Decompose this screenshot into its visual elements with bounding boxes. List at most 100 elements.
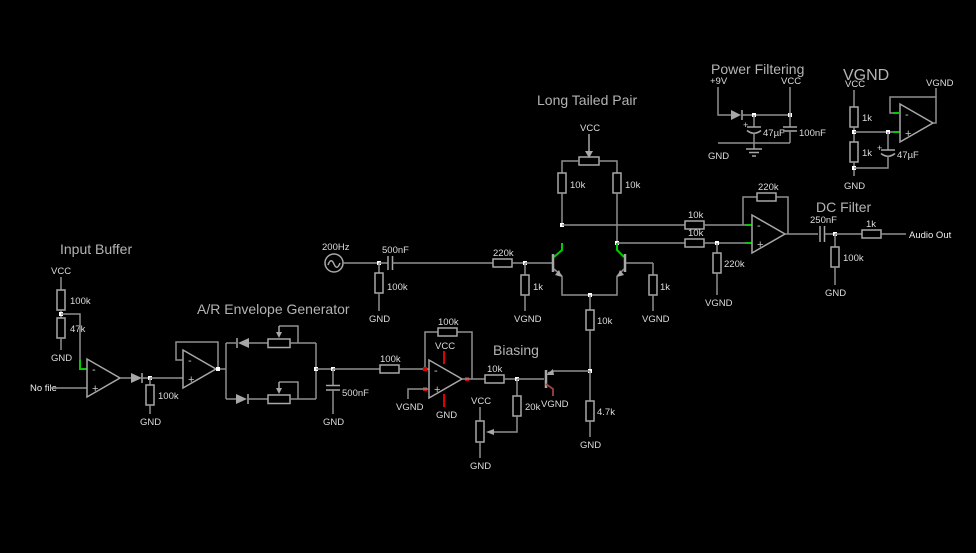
vgnd-ref-biasing[interactable]: VGND bbox=[396, 388, 429, 413]
svg-text:1k: 1k bbox=[660, 282, 670, 293]
section-title-ltp: Long Tailed Pair bbox=[537, 92, 637, 108]
svg-text:250nF: 250nF bbox=[810, 215, 837, 226]
svg-text:+: + bbox=[92, 383, 98, 395]
wire-divider-to-opamp[interactable] bbox=[61, 313, 87, 370]
svg-text:+: + bbox=[877, 143, 882, 153]
svg-text:10k: 10k bbox=[625, 180, 641, 191]
section-title-envelope: A/R Envelope Generator bbox=[197, 301, 350, 317]
rail-9v[interactable]: +9V bbox=[710, 76, 731, 116]
svg-text:4.7k: 4.7k bbox=[597, 407, 615, 418]
resistor-1k-base-right[interactable]: 1k VGND bbox=[642, 263, 670, 325]
resistor-1k-vgnd-bottom[interactable]: 1k GND bbox=[844, 141, 872, 192]
vgnd-output-label[interactable]: VGND bbox=[926, 78, 954, 97]
resistor-10k-dcfilter-top[interactable]: 10k bbox=[562, 210, 752, 230]
svg-text:GND: GND bbox=[369, 314, 390, 325]
svg-text:VCC: VCC bbox=[580, 123, 600, 134]
svg-text:-: - bbox=[188, 355, 192, 367]
svg-text:GND: GND bbox=[51, 353, 72, 364]
opamp-envelope[interactable]: - + bbox=[175, 341, 226, 390]
capacitor-47uf-power[interactable]: + 47µF bbox=[743, 115, 785, 143]
svg-text:GND: GND bbox=[825, 288, 846, 299]
resistor-20k[interactable]: 20k bbox=[486, 379, 541, 435]
audio-file-input[interactable]: No file bbox=[30, 383, 87, 394]
svg-text:+: + bbox=[905, 128, 911, 140]
svg-text:GND: GND bbox=[470, 461, 491, 472]
resistor-1k-output[interactable]: 1k bbox=[835, 219, 906, 239]
capacitor-envelope-500nf[interactable]: 500nF GND bbox=[323, 369, 369, 428]
opamp-biasing[interactable]: - + VCC GND bbox=[423, 341, 469, 421]
resistor-100k-output-load[interactable]: 100k GND bbox=[825, 234, 864, 299]
svg-text:VGND: VGND bbox=[514, 314, 542, 325]
post-dot bbox=[423, 367, 427, 371]
capacitor-100nf-power[interactable]: 100nF bbox=[783, 115, 826, 143]
svg-text:GND: GND bbox=[708, 151, 729, 162]
potentiometer-attack[interactable] bbox=[267, 325, 316, 349]
svg-text:GND: GND bbox=[323, 417, 344, 428]
npn-transistor-right[interactable] bbox=[590, 243, 653, 296]
svg-text:100k: 100k bbox=[158, 391, 179, 402]
rail-vcc-vgnd[interactable]: VCC bbox=[845, 79, 865, 107]
resistor-10k-bias-out[interactable]: 10k bbox=[462, 364, 517, 384]
svg-text:20k: 20k bbox=[525, 402, 541, 413]
pnp-transistor-bias[interactable]: VGND bbox=[541, 369, 590, 410]
npn-transistor-left[interactable] bbox=[551, 243, 590, 296]
capacitor-47uf-vgnd[interactable]: + 47µF bbox=[854, 132, 919, 169]
svg-text:-: - bbox=[434, 365, 438, 377]
resistor-1k-vgnd-top[interactable]: 1k bbox=[849, 106, 872, 142]
capacitor-250nf-output[interactable]: 250nF bbox=[810, 215, 837, 242]
svg-text:GND: GND bbox=[844, 181, 865, 192]
resistor-100k-source-shunt[interactable]: 100k GND bbox=[369, 263, 408, 325]
svg-text:10k: 10k bbox=[688, 210, 704, 221]
diode-attack[interactable] bbox=[226, 338, 268, 348]
svg-text:100k: 100k bbox=[387, 282, 408, 293]
svg-text:VCC: VCC bbox=[435, 341, 455, 352]
diode-release[interactable] bbox=[226, 394, 268, 404]
svg-text:+: + bbox=[434, 384, 440, 396]
svg-text:100k: 100k bbox=[843, 253, 864, 264]
resistor-1k-base-left[interactable]: 1k VGND bbox=[514, 263, 543, 325]
svg-text:+9V: +9V bbox=[710, 76, 728, 87]
diode-power[interactable] bbox=[731, 110, 790, 120]
rail-vcc-power[interactable]: VCC bbox=[781, 76, 801, 115]
resistor-47k-divider-bottom[interactable]: 47k GND bbox=[51, 317, 86, 364]
resistor-10k-collector-left[interactable]: 10k bbox=[557, 172, 586, 225]
potentiometer-bias[interactable]: VCC GND bbox=[470, 396, 491, 472]
opamp-vgnd[interactable]: - + bbox=[889, 96, 937, 144]
svg-text:VGND: VGND bbox=[396, 402, 424, 413]
svg-text:500nF: 500nF bbox=[342, 388, 369, 399]
resistor-100k-load[interactable]: 100k GND bbox=[140, 378, 179, 428]
svg-text:VCC: VCC bbox=[781, 76, 801, 87]
vcc-rail-input[interactable]: VCC bbox=[51, 266, 71, 290]
svg-text:VCC: VCC bbox=[845, 79, 865, 90]
opamp-dc-filter[interactable]: - + bbox=[751, 213, 818, 255]
svg-text:VGND: VGND bbox=[642, 314, 670, 325]
potentiometer-release[interactable] bbox=[267, 381, 316, 405]
svg-text:No file: No file bbox=[30, 383, 57, 394]
svg-text:-: - bbox=[757, 220, 761, 232]
svg-text:VCC: VCC bbox=[471, 396, 491, 407]
ac-source-200hz[interactable]: 200Hz bbox=[322, 242, 379, 273]
opamp-input-buffer[interactable]: - + bbox=[86, 357, 131, 399]
resistor-10k-dcfilter-bottom[interactable]: 10k bbox=[617, 228, 752, 248]
svg-text:47µF: 47µF bbox=[763, 128, 785, 139]
svg-text:100k: 100k bbox=[380, 354, 401, 365]
svg-text:100k: 100k bbox=[438, 317, 459, 328]
svg-text:GND: GND bbox=[436, 410, 457, 421]
svg-text:100nF: 100nF bbox=[799, 128, 826, 139]
resistor-100k-bias-input[interactable]: 100k bbox=[379, 354, 429, 374]
node-dot bbox=[216, 367, 220, 371]
capacitor-500nf-coupling[interactable]: 500nF bbox=[379, 245, 493, 270]
ground-symbol[interactable] bbox=[746, 143, 762, 157]
resistor-10k-collector-right[interactable]: 10k bbox=[612, 172, 641, 243]
diode-rectifier[interactable] bbox=[131, 373, 150, 383]
resistor-10k-tail[interactable]: 10k bbox=[585, 295, 613, 371]
svg-text:10k: 10k bbox=[570, 180, 586, 191]
resistor-220k-vgnd-ref[interactable]: 220k VGND bbox=[705, 243, 745, 309]
section-title-vgnd: VGND bbox=[843, 67, 889, 84]
resistor-220k-feedback[interactable]: 220k bbox=[742, 182, 789, 234]
potentiometer-ltp-vcc[interactable]: VCC bbox=[561, 123, 618, 173]
resistor-4k7-sink[interactable]: 4.7k GND bbox=[580, 371, 615, 451]
resistor-100k-feedback[interactable]: 500nF 100k bbox=[424, 317, 473, 379]
resistor-220k-series[interactable]: 220k bbox=[492, 248, 525, 268]
